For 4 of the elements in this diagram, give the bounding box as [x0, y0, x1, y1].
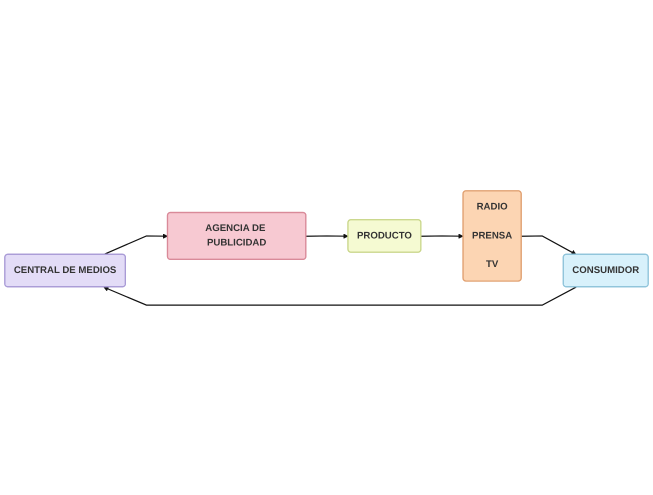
arrow	[103, 286, 576, 306]
arrow	[421, 233, 464, 238]
arrow	[306, 233, 348, 238]
arrow	[521, 234, 576, 254]
